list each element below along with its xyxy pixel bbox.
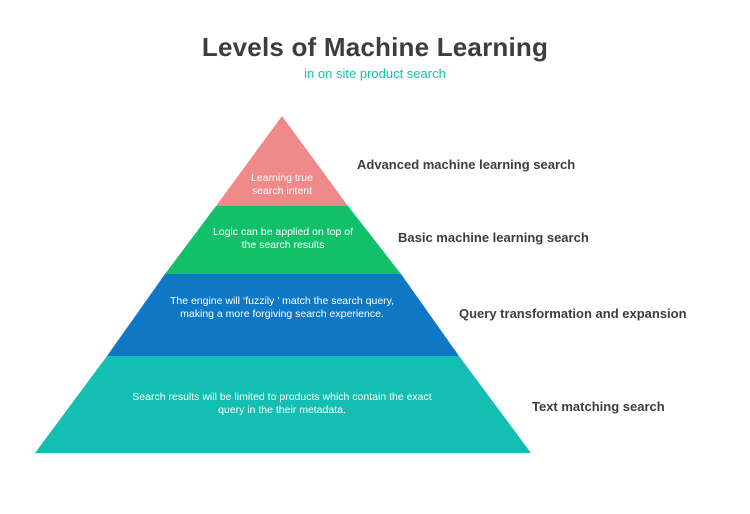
tier-description-text-matching: Search results will be limited to produc…	[132, 391, 432, 416]
pyramid-tier-base	[35, 356, 531, 453]
tier-label-basic: Basic machine learning search	[398, 230, 589, 245]
tier-description-basic: Logic can be applied on top of the searc…	[212, 226, 354, 251]
tier-label-advanced: Advanced machine learning search	[357, 157, 576, 172]
diagram-subtitle: in on site product search	[304, 66, 446, 81]
pyramid-tier-top	[216, 116, 348, 206]
tier-label-query: Query transformation and expansion	[459, 306, 687, 321]
tier-label-text-matching: Text matching search	[532, 399, 665, 414]
pyramid-tier-third	[107, 274, 459, 356]
diagram-title: Levels of Machine Learning	[201, 32, 549, 62]
tier-description-query: The engine will ‘fuzzily ’ match the sea…	[169, 295, 395, 320]
pyramid-tier-second	[165, 206, 401, 274]
tier-description-advanced: Learning true search intent	[251, 172, 313, 197]
